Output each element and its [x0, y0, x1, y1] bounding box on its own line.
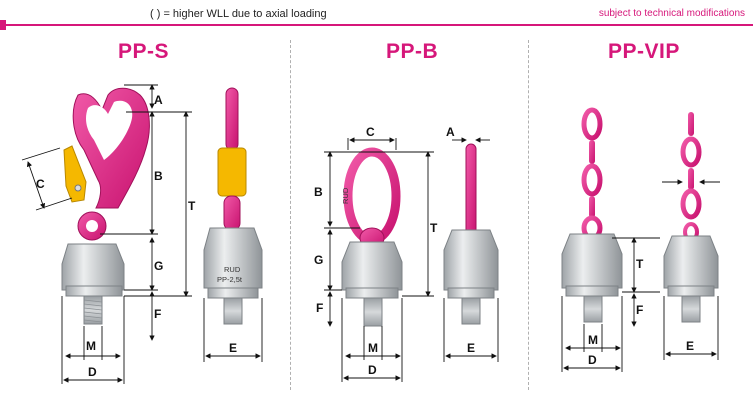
pp-b-dim-f: F [316, 301, 323, 315]
side-swivel-body [203, 227, 263, 289]
pp-b-dim-g: G [314, 253, 323, 267]
pp-s-dim-f: F [154, 307, 161, 321]
hook-side-eye [223, 195, 241, 231]
pp-vip-dim-d: D [588, 353, 597, 367]
section-divider-1 [290, 40, 291, 390]
pp-vip-chain-side [663, 112, 719, 323]
header-rule [0, 24, 753, 26]
side-link-3 [688, 168, 694, 190]
pp-vip-swivel-base [565, 285, 619, 297]
section-title-pp-vip: PP-VIP [608, 40, 680, 63]
pp-s-dim-e: E [229, 341, 237, 355]
latch-pin [74, 184, 82, 192]
hook-eye-hole [86, 220, 98, 232]
side-link-4 [680, 188, 702, 220]
engraving-brand: RUD [224, 265, 241, 274]
section-divider-2 [528, 40, 529, 390]
pp-b-dim-b: B [314, 185, 323, 199]
pp-s-dim-a: A [154, 93, 163, 107]
swivel-base [65, 285, 123, 297]
pp-b-dim-c: C [366, 125, 375, 139]
side-link-2 [680, 136, 702, 168]
pp-vip-dim-t: T [636, 257, 644, 271]
pp-b-swivel-body [341, 241, 403, 291]
pp-b-dim-d: D [368, 363, 377, 377]
pp-s-dim-m: M [86, 339, 96, 353]
pp-b-dim-m: M [368, 341, 378, 355]
swivel-body [61, 243, 125, 291]
pp-b-side-base [447, 287, 495, 299]
chain-link-2 [589, 140, 595, 164]
axial-loading-note: ( ) = higher WLL due to axial loading [150, 8, 327, 20]
section-title-pp-s: PP-S [118, 40, 170, 63]
pp-vip-dim-f: F [636, 303, 643, 317]
side-bolt-thread [223, 297, 243, 325]
chain-link-1 [581, 107, 603, 141]
header-bar: ( ) = higher WLL due to axial loading su… [0, 0, 753, 30]
pp-b-ring-front: RUD [341, 147, 403, 327]
pp-vip-bolt-thread [583, 295, 603, 323]
pp-b-side-dimension [443, 137, 499, 362]
chain-link-4 [589, 196, 595, 218]
pp-b-side-swivel [443, 229, 499, 291]
pp-b-swivel-base [345, 287, 399, 299]
pp-b-ring-side [443, 143, 499, 325]
pp-vip-side-base [667, 285, 715, 297]
header-tab-marker [0, 20, 6, 30]
side-swivel-base [207, 287, 259, 299]
pp-s-hook-front [61, 87, 150, 325]
pp-b-dim-a: A [446, 125, 455, 139]
ring-engraving: RUD [341, 187, 350, 204]
pp-vip-swivel-body [561, 233, 623, 289]
pp-s-dim-t: T [188, 199, 196, 213]
pp-vip-side-thread [681, 295, 701, 323]
ring-side [465, 143, 477, 241]
pp-vip-side-swivel [663, 235, 719, 289]
pp-b-dim-t: T [430, 221, 438, 235]
pp-b-dimension-lines [324, 137, 434, 382]
hook-side-latch [217, 147, 247, 197]
pp-s-hook-side: RUD PP-2,5t [203, 87, 263, 325]
side-link-1 [688, 112, 694, 136]
engraving-model: PP-2,5t [217, 275, 243, 284]
pp-b-dim-e: E [467, 341, 475, 355]
pp-vip-chain-front [561, 107, 623, 323]
hook-side-shank [225, 87, 239, 151]
pp-s-dimension-lines [21, 84, 192, 384]
section-title-pp-b: PP-B [386, 40, 439, 63]
hook-opening [86, 100, 133, 160]
pp-vip-dim-e: E [686, 339, 694, 353]
technical-modifications-note: subject to technical modifications [598, 8, 745, 19]
oval-ring [343, 147, 401, 245]
pp-s-side-dimension [203, 298, 263, 362]
pp-vip-dimension-lines [561, 237, 660, 372]
hook-latch [63, 145, 87, 203]
pp-b-bolt-thread [363, 297, 383, 327]
pp-b-side-thread [461, 297, 481, 325]
chain-link-3 [581, 163, 603, 197]
pp-s-dim-c: C [36, 177, 45, 191]
pp-vip-side-dimension [662, 179, 720, 360]
pp-vip-dim-m: M [588, 333, 598, 347]
pp-s-dim-g: G [154, 259, 163, 273]
pp-s-dim-d: D [88, 365, 97, 379]
pp-s-dim-b: B [154, 169, 163, 183]
